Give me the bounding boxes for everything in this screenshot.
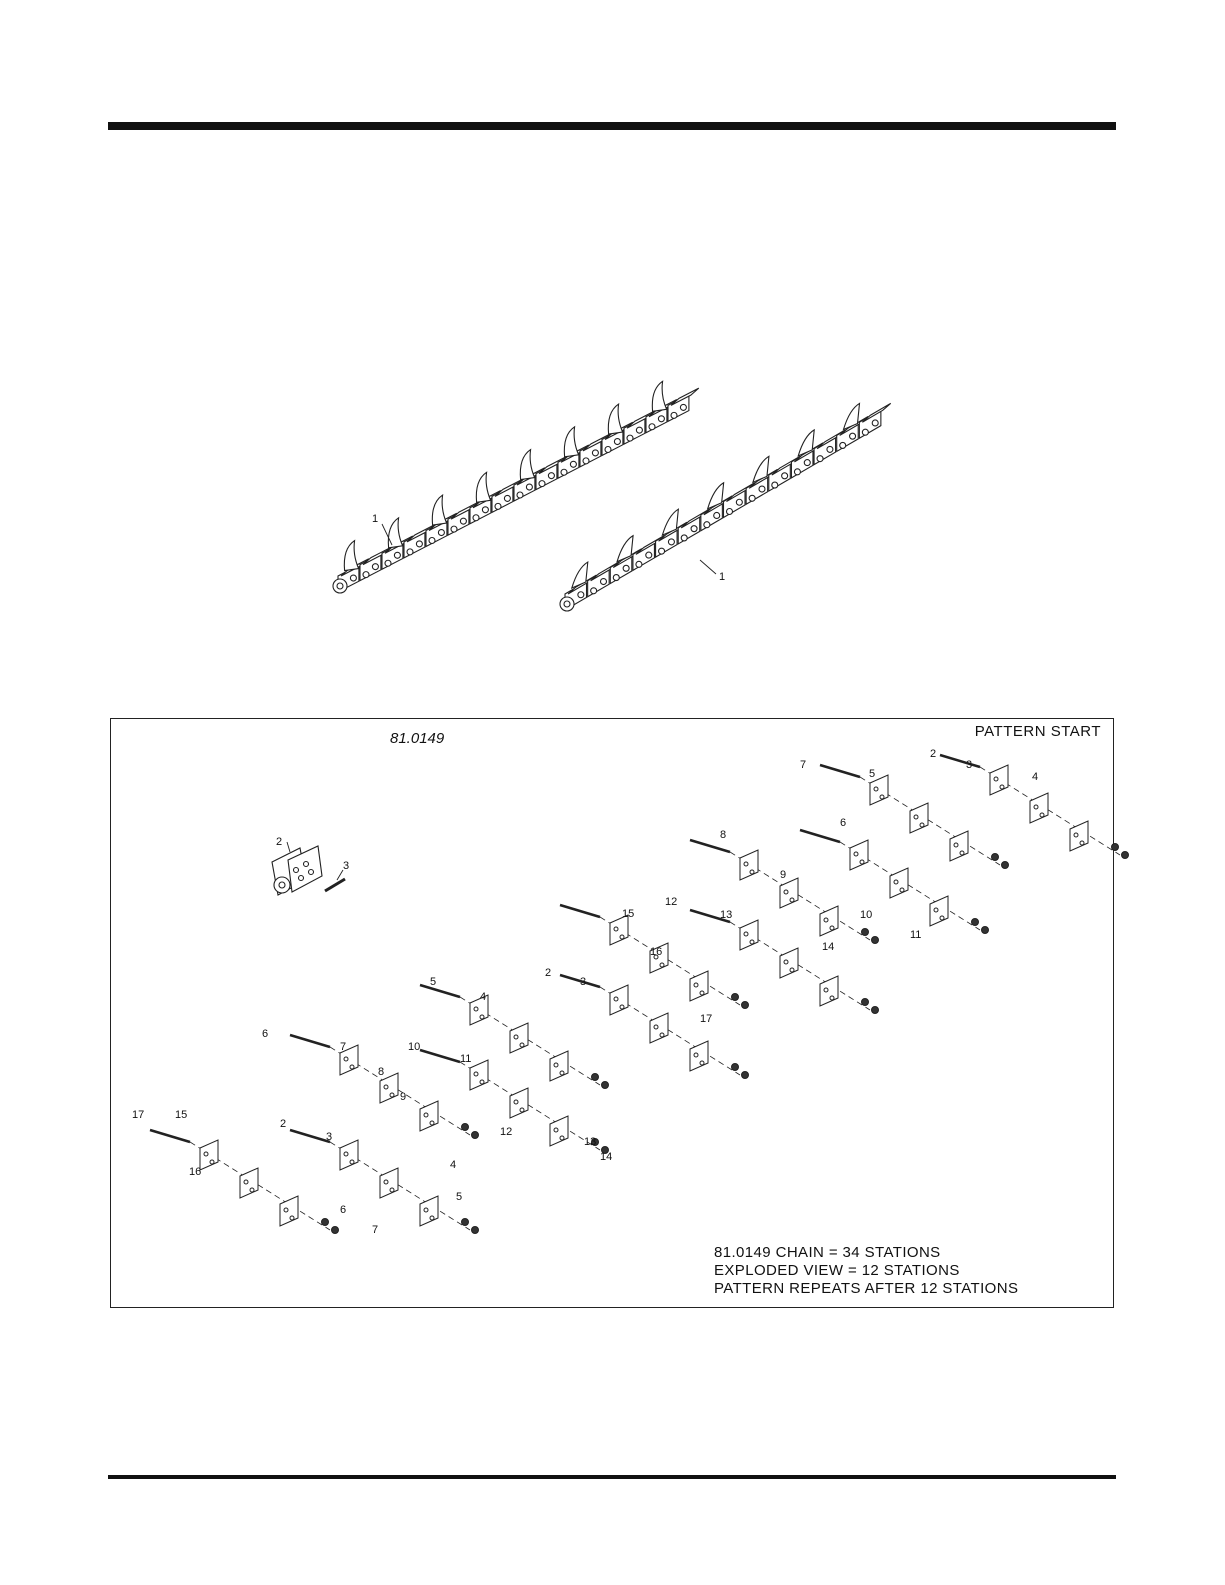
exploded-callout: 2: [280, 1118, 286, 1130]
exploded-callout: 4: [450, 1159, 456, 1171]
exploded-callout: 10: [408, 1041, 420, 1053]
exploded-callout: 2: [930, 748, 936, 760]
exploded-callout: 16: [189, 1166, 201, 1178]
exploded-callout: 13: [720, 909, 732, 921]
exploded-callout: 3: [966, 759, 972, 771]
exploded-callout: 4: [480, 991, 486, 1003]
exploded-callout: 12: [665, 896, 677, 908]
exploded-callout: 5: [456, 1191, 462, 1203]
notes-block: 81.0149 CHAIN = 34 STATIONS EXPLODED VIE…: [714, 1244, 1018, 1298]
exploded-callout: 15: [622, 908, 634, 920]
exploded-stations: [150, 755, 1129, 1234]
exploded-callout: 14: [822, 941, 834, 953]
exploded-callout: 2: [545, 967, 551, 979]
exploded-callout: 17: [132, 1109, 144, 1121]
note-line: EXPLODED VIEW = 12 STATIONS: [714, 1262, 1018, 1280]
exploded-callout: 13: [584, 1136, 596, 1148]
callout-2: 2: [276, 836, 282, 848]
exploded-callout: 17: [700, 1013, 712, 1025]
exploded-callout: 7: [800, 759, 806, 771]
exploded-callout: 9: [780, 869, 786, 881]
exploded-callout: 3: [326, 1131, 332, 1143]
exploded-callout: 14: [600, 1151, 612, 1163]
note-line: PATTERN REPEATS AFTER 12 STATIONS: [714, 1280, 1018, 1298]
footer-rule: [108, 1475, 1116, 1479]
exploded-callout: 6: [262, 1028, 268, 1040]
exploded-callout: 15: [175, 1109, 187, 1121]
exploded-callout: 7: [372, 1224, 378, 1236]
callout-3: 3: [343, 860, 349, 872]
note-line: 81.0149 CHAIN = 34 STATIONS: [714, 1244, 1018, 1262]
exploded-callout: 10: [860, 909, 872, 921]
exploded-callout: 9: [400, 1091, 406, 1103]
exploded-callout: 11: [910, 929, 921, 941]
exploded-callout: 3: [580, 976, 586, 988]
exploded-callout: 11: [460, 1053, 471, 1065]
exploded-callout: 16: [650, 946, 662, 958]
exploded-callout: 5: [869, 768, 875, 780]
exploded-callout: 8: [720, 829, 726, 841]
link-detail: [272, 846, 345, 895]
exploded-callout: 8: [378, 1066, 384, 1078]
exploded-callout: 6: [840, 817, 846, 829]
exploded-callout: 5: [430, 976, 436, 988]
exploded-callout: 4: [1032, 771, 1038, 783]
exploded-callout: 12: [500, 1126, 512, 1138]
exploded-callout: 7: [340, 1041, 346, 1053]
exploded-callout: 6: [340, 1204, 346, 1216]
exploded-callouts: 2 3 4 5 6 7 8 9 10 11 12 13 14 15 16 17 2 3 4 5 6 7 8 9 10 11 12 13…: [132, 748, 1038, 1236]
